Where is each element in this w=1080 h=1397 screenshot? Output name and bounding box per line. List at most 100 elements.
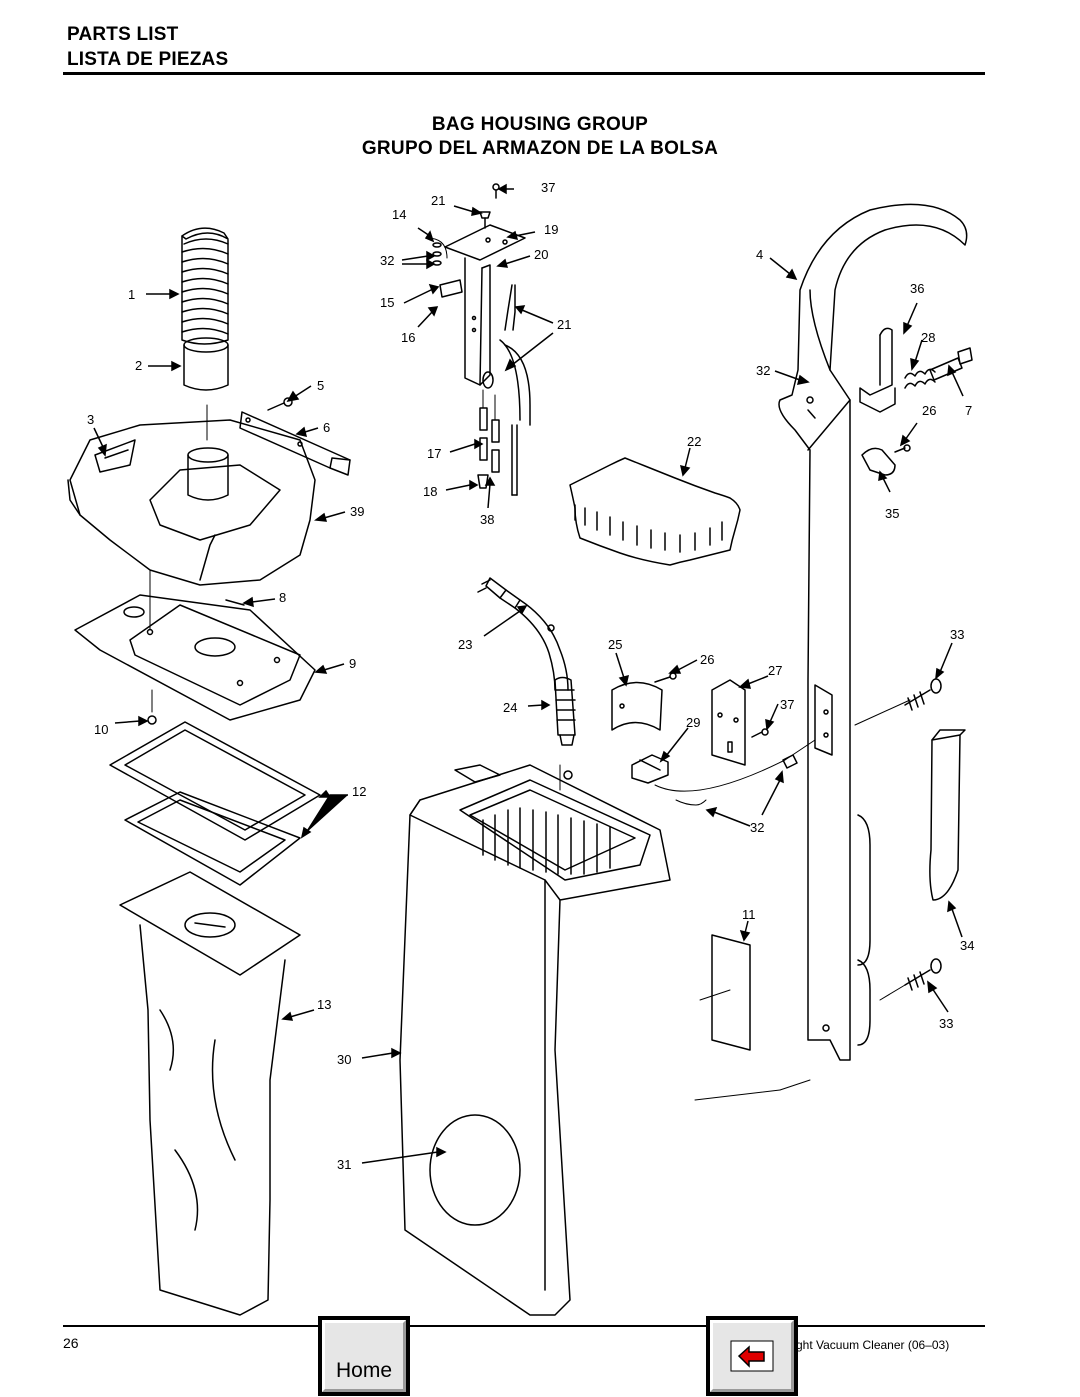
part-24-strain-relief: [554, 676, 576, 746]
part-1-hose: [181, 227, 229, 345]
part-29-rocker-switch: [631, 754, 669, 784]
callout-29: 29: [686, 715, 701, 730]
callout-arrows: [93, 183, 964, 1164]
callout-33-lower: 33: [939, 1016, 954, 1031]
callout-27: 27: [768, 663, 783, 678]
callout-39: 39: [350, 504, 365, 519]
callout-28: 28: [921, 330, 936, 345]
callout-25: 25: [608, 637, 623, 652]
part-33-screw-upper: [904, 678, 942, 711]
home-button-label: Home: [335, 1359, 393, 1382]
part-19-switch-bracket: [444, 224, 526, 389]
callout-8: 8: [279, 590, 287, 605]
document-footer-text: ght Vacuum Cleaner (06–03): [796, 1338, 950, 1352]
part-38-rods: [511, 424, 518, 496]
callout-1: 1: [128, 287, 136, 302]
part-8-pin: [225, 599, 245, 606]
part-17-connectors: [479, 389, 500, 473]
callout-23: 23: [458, 637, 473, 652]
part-30-lower-housing: [399, 764, 671, 1316]
callout-9: 9: [349, 656, 357, 671]
part-21-wires: [499, 284, 531, 426]
part-12-gasket-lower: [124, 791, 301, 886]
callout-18: 18: [423, 484, 438, 499]
part-37-screw-top: [492, 183, 500, 199]
part-18-cap: [477, 474, 489, 489]
callout-7: 7: [965, 403, 973, 418]
callout-16: 16: [401, 330, 416, 345]
part-26-screw-right: [894, 444, 911, 453]
part-10-screw: [147, 715, 157, 725]
callout-32-handle: 32: [756, 363, 771, 378]
group-title-es: GRUPO DEL ARMAZON DE LA BOLSA: [361, 138, 719, 159]
callout-15: 15: [380, 295, 395, 310]
part-4-handle: [778, 203, 968, 1061]
callout-38: 38: [480, 512, 495, 527]
callout-21-wires: 21: [557, 317, 572, 332]
callout-11: 11: [742, 907, 756, 922]
parts-list-heading: PARTS LIST: [67, 24, 179, 45]
part-23-power-cord: [477, 577, 569, 691]
part-26-screw-mid: [654, 672, 677, 683]
callout-30: 30: [337, 1052, 352, 1067]
callout-3: 3: [87, 412, 95, 427]
callout-37-top: 37: [541, 180, 556, 195]
part-36-cord-hook: [859, 327, 896, 413]
callout-17: 17: [427, 446, 442, 461]
part-34-crevice-tool: [929, 729, 966, 901]
callout-26-mid: 26: [700, 652, 715, 667]
part-25-clamp: [611, 681, 663, 731]
back-button[interactable]: [706, 1316, 798, 1396]
part-12-gasket-upper: [109, 721, 321, 841]
group-title-en: BAG HOUSING GROUP: [431, 114, 649, 135]
home-button-face: Home: [322, 1320, 406, 1392]
callout-14: 14: [392, 207, 407, 222]
part-11-label: [711, 934, 751, 1051]
callout-32-switch: 32: [750, 820, 765, 835]
header-rule: [63, 72, 985, 75]
part-14-washers: [432, 242, 442, 266]
callout-32-left: 32: [380, 253, 395, 268]
part-5-screw: [267, 397, 293, 411]
part-37-screw-mid: [751, 728, 769, 738]
home-button[interactable]: Home: [318, 1316, 410, 1396]
part-35-clip: [861, 447, 896, 476]
part-7-bolt: [929, 347, 973, 381]
part-15-terminal: [439, 279, 463, 298]
callout-5: 5: [317, 378, 325, 393]
callout-2: 2: [135, 358, 143, 373]
part-21-screw-top: [479, 211, 491, 229]
part-33-screw-lower: [904, 958, 942, 991]
part-13-bag: [119, 871, 301, 1316]
callout-6: 6: [323, 420, 331, 435]
part-4-bracket-plate: [814, 684, 833, 756]
page-number: 26: [63, 1335, 79, 1351]
callout-4: 4: [756, 247, 764, 262]
lista-de-piezas-heading: LISTA DE PIEZAS: [67, 49, 229, 70]
back-arrow-icon: [730, 1340, 774, 1372]
callout-13: 13: [317, 997, 332, 1012]
callout-20: 20: [534, 247, 549, 262]
part-2-cuff: [183, 337, 229, 391]
part-32-screw-handle: [806, 396, 816, 419]
part-32-connector: [782, 754, 798, 769]
callout-36: 36: [910, 281, 925, 296]
callout-31: 31: [337, 1157, 352, 1172]
part-6-bracket: [239, 411, 351, 476]
part-27-switch-plate: [711, 679, 746, 766]
callout-33-upper: 33: [950, 627, 965, 642]
callout-35: 35: [885, 506, 900, 521]
callout-10: 10: [94, 722, 109, 737]
back-button-face: [710, 1320, 794, 1392]
part-22-filter: [569, 457, 741, 566]
callout-21-top: 21: [431, 193, 446, 208]
callout-22: 22: [687, 434, 702, 449]
callout-24: 24: [503, 700, 518, 715]
footer-rule: [63, 1325, 985, 1327]
part-9-base-plate: [74, 594, 316, 721]
part-39-top-cover: [67, 419, 316, 586]
callout-12: 12: [352, 784, 367, 799]
callout-19: 19: [544, 222, 559, 237]
callout-37-mid: 37: [780, 697, 795, 712]
